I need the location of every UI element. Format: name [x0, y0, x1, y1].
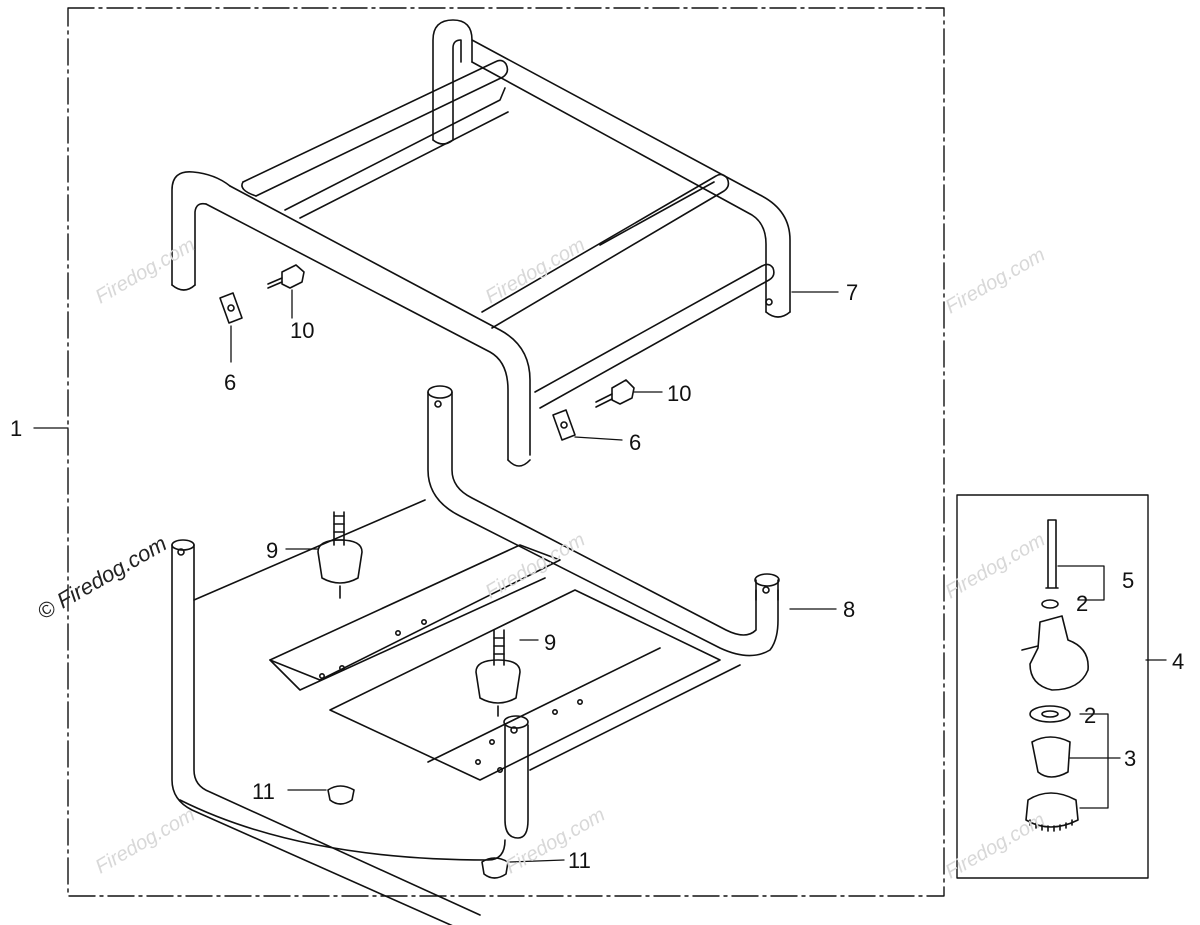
valve-body [1029, 615, 1089, 691]
nut-6-lower [552, 409, 576, 441]
callout-5: 5 [1122, 568, 1135, 593]
main-assembly-boundary [67, 7, 945, 897]
callout-6-upper: 6 [224, 370, 237, 395]
callout-11-lower: 11 [568, 848, 591, 873]
lower-frame [171, 385, 780, 925]
callout-6-lower: 6 [629, 430, 642, 455]
valve-washer-bottom [1029, 705, 1071, 723]
fuel-valve-assembly [1021, 519, 1089, 832]
grommet-11-upper [327, 785, 355, 805]
callout-2-lower: 2 [1084, 703, 1097, 728]
callout-1: 1 [10, 416, 23, 441]
callout-3: 3 [1124, 746, 1137, 771]
leader-lines [33, 289, 1167, 863]
nut-6-upper [219, 292, 243, 324]
callout-9-upper: 9 [266, 538, 279, 563]
callout-7: 7 [846, 280, 859, 305]
callout-9-lower: 9 [544, 630, 557, 655]
callout-2-upper: 2 [1076, 591, 1089, 616]
valve-washer-top [1041, 599, 1059, 609]
callout-4: 4 [1172, 649, 1185, 674]
valve-cup [1025, 792, 1079, 828]
callout-11-upper: 11 [252, 779, 275, 804]
bolt-10-lower [595, 379, 635, 408]
grommet-11-lower [481, 857, 509, 879]
callout-10-lower: 10 [667, 381, 692, 406]
callout-8: 8 [843, 597, 856, 622]
upper-frame [171, 19, 791, 467]
valve-screw [1045, 519, 1059, 589]
bolt-10-upper [267, 264, 305, 289]
valve-strainer [1031, 736, 1071, 778]
fuel-valve-boundary [956, 494, 1149, 879]
mount-9-upper [317, 511, 363, 599]
callout-10-upper: 10 [290, 318, 315, 343]
mount-9-lower [475, 629, 521, 717]
